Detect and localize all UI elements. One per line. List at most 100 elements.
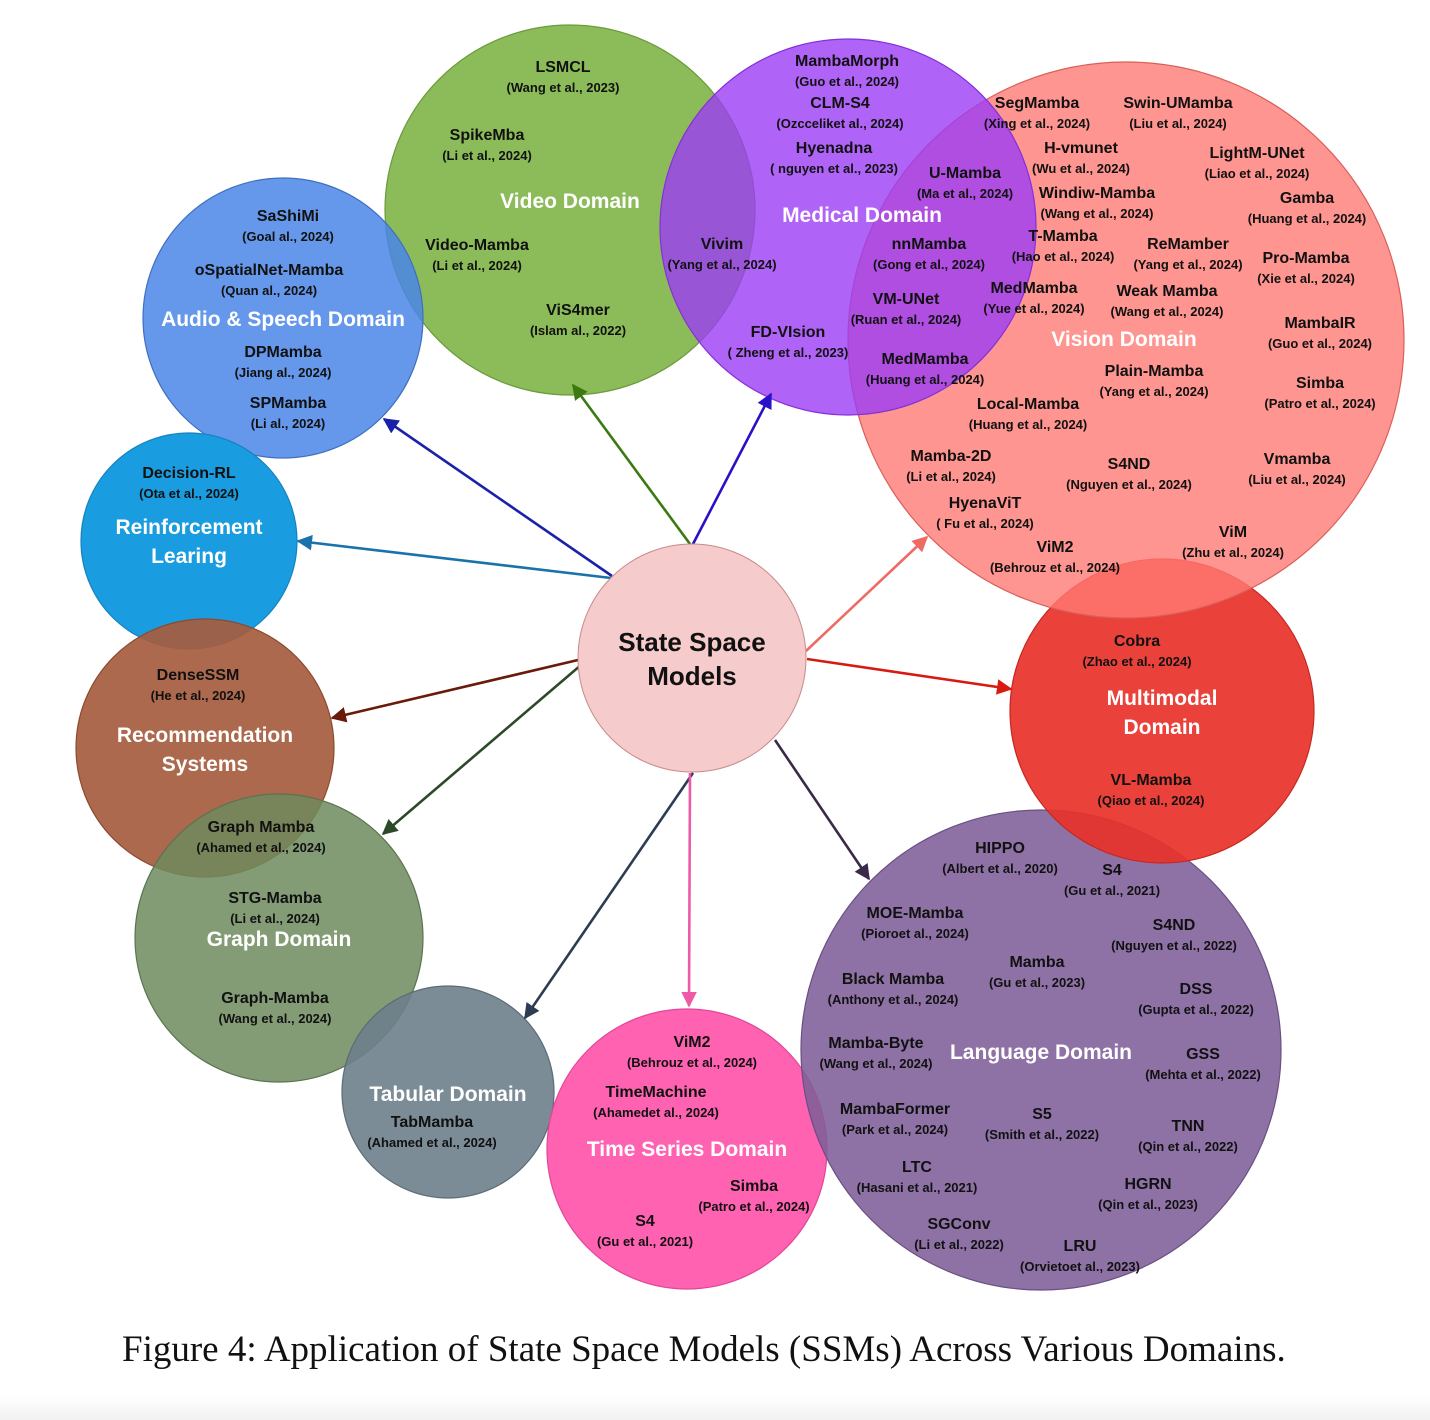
center-title-line-2: Models xyxy=(647,661,737,691)
paper-citation: (Wang et al., 2024) xyxy=(1041,206,1154,221)
paper-name: TNN xyxy=(1172,1118,1205,1135)
paper-name: LSMCL xyxy=(535,59,590,76)
paper-name: ViM2 xyxy=(673,1034,710,1051)
paper-name: MOE-Mamba xyxy=(867,905,964,922)
paper-name: T-Mamba xyxy=(1028,228,1097,245)
paper-name: oSpatialNet-Mamba xyxy=(195,262,344,279)
paper-citation: (Yang et al., 2024) xyxy=(667,257,776,272)
paper-citation: (Gu et al., 2021) xyxy=(1064,883,1160,898)
paper-citation: (Wang et al., 2024) xyxy=(219,1011,332,1026)
center-node-circle xyxy=(577,543,807,773)
arrow-connector xyxy=(773,739,871,881)
paper-name: U-Mamba xyxy=(929,165,1001,182)
paper-name: LRU xyxy=(1064,1238,1097,1255)
paper-citation: (Gu et al., 2023) xyxy=(989,975,1085,990)
paper-citation: (Jiang al., 2024) xyxy=(235,365,332,380)
paper-name: ReMamber xyxy=(1147,236,1229,253)
paper-name: SaShiMi xyxy=(257,208,319,225)
paper-citation: (Hao et al., 2024) xyxy=(1012,249,1115,264)
paper-name: TimeMachine xyxy=(605,1084,706,1101)
paper-citation: (Pioroet al., 2024) xyxy=(861,926,969,941)
paper-name: Vmamba xyxy=(1264,451,1331,468)
domain-circles xyxy=(75,24,1405,1291)
multimodal-domain-title: Multimodal xyxy=(1107,687,1218,710)
paper-citation: (He et al., 2024) xyxy=(151,688,246,703)
paper-name: nnMamba xyxy=(892,236,967,253)
paper-name: SpikeMba xyxy=(450,127,525,144)
paper-citation: (Liu et al., 2024) xyxy=(1129,116,1227,131)
paper-citation: (Huang et al., 2024) xyxy=(866,372,984,387)
paper-name: Vivim xyxy=(701,236,743,253)
paper-name: MambaMorph xyxy=(795,53,899,70)
paper-name: Mamba xyxy=(1009,954,1064,971)
timeseries-domain-title: Time Series Domain xyxy=(587,1138,787,1161)
paper-citation: (Li al., 2024) xyxy=(251,416,325,431)
paper-name: HyenaViT xyxy=(949,495,1022,512)
paper-citation: (Islam al., 2022) xyxy=(530,323,626,338)
center-title-line-1: State Space xyxy=(618,627,765,657)
paper-citation: (Albert et al., 2020) xyxy=(942,861,1058,876)
multimodal-domain-title: Domain xyxy=(1123,716,1200,739)
paper-citation: (Ota et al., 2024) xyxy=(139,486,239,501)
paper-citation: (Li et al., 2024) xyxy=(230,911,320,926)
paper-citation: (Ahamed et al., 2024) xyxy=(367,1135,496,1150)
paper-name: Local-Mamba xyxy=(977,396,1079,413)
paper-name: S4 xyxy=(635,1213,655,1230)
paper-citation: (Zhu et al., 2024) xyxy=(1182,545,1284,560)
language-domain-circle xyxy=(800,809,1282,1291)
paper-name: ViS4mer xyxy=(546,302,610,319)
paper-name: MambaIR xyxy=(1284,315,1356,332)
paper-citation: (Smith et al., 2022) xyxy=(985,1127,1099,1142)
paper-name: S4ND xyxy=(1153,917,1196,934)
paper-name: LightM-UNet xyxy=(1209,145,1305,162)
vision-domain-title: Vision Domain xyxy=(1051,328,1196,351)
paper-name: Plain-Mamba xyxy=(1105,363,1204,380)
paper-name: HIPPO xyxy=(975,840,1025,857)
paper-citation: (Liu et al., 2024) xyxy=(1248,472,1346,487)
arrow-connector xyxy=(330,658,579,723)
paper-citation: (Yang et al., 2024) xyxy=(1133,257,1242,272)
rl-domain-title: Learing xyxy=(151,545,227,568)
paper-name: Graph Mamba xyxy=(208,819,315,836)
paper-name: VL-Mamba xyxy=(1111,772,1192,789)
paper-name: MedMamba xyxy=(881,351,968,368)
paper-citation: (Li et al., 2024) xyxy=(432,258,522,273)
paper-citation: (Huang et al., 2024) xyxy=(969,417,1087,432)
audio-domain-title: Audio & Speech Domain xyxy=(161,308,405,331)
paper-name: Gamba xyxy=(1280,190,1334,207)
paper-citation: (Park et al., 2024) xyxy=(842,1122,948,1137)
paper-name: CLM-S4 xyxy=(810,95,870,112)
paper-citation: (Behrouz et al., 2024) xyxy=(990,560,1120,575)
paper-name: DSS xyxy=(1180,981,1213,998)
paper-citation: ( nguyen et al., 2023) xyxy=(770,161,898,176)
paper-name: Pro-Mamba xyxy=(1262,250,1349,267)
paper-citation: (Goal al., 2024) xyxy=(242,229,334,244)
paper-name: H-vmunet xyxy=(1044,140,1118,157)
paper-name: Simba xyxy=(1296,375,1344,392)
paper-citation: (Qiao et al., 2024) xyxy=(1098,793,1205,808)
paper-citation: (Patro et al., 2024) xyxy=(698,1199,809,1214)
graph-domain-title: Graph Domain xyxy=(207,928,352,951)
medical-domain-circle xyxy=(659,38,1037,416)
paper-name: SGConv xyxy=(927,1216,990,1233)
tabular-domain-title: Tabular Domain xyxy=(369,1083,526,1106)
paper-citation: (Mehta et al., 2022) xyxy=(1145,1067,1261,1082)
connector-arrows xyxy=(296,383,1013,1020)
paper-citation: (Li et al., 2022) xyxy=(914,1237,1004,1252)
paper-name: Hyenadna xyxy=(796,140,873,157)
paper-name: ViM xyxy=(1219,524,1247,541)
paper-citation: (Ahamed et al., 2024) xyxy=(196,840,325,855)
paper-citation: (Yang et al., 2024) xyxy=(1099,384,1208,399)
paper-name: GSS xyxy=(1186,1046,1220,1063)
arrow-connector xyxy=(691,392,773,545)
paper-citation: (Li et al., 2024) xyxy=(442,148,532,163)
paper-name: S4ND xyxy=(1108,456,1151,473)
